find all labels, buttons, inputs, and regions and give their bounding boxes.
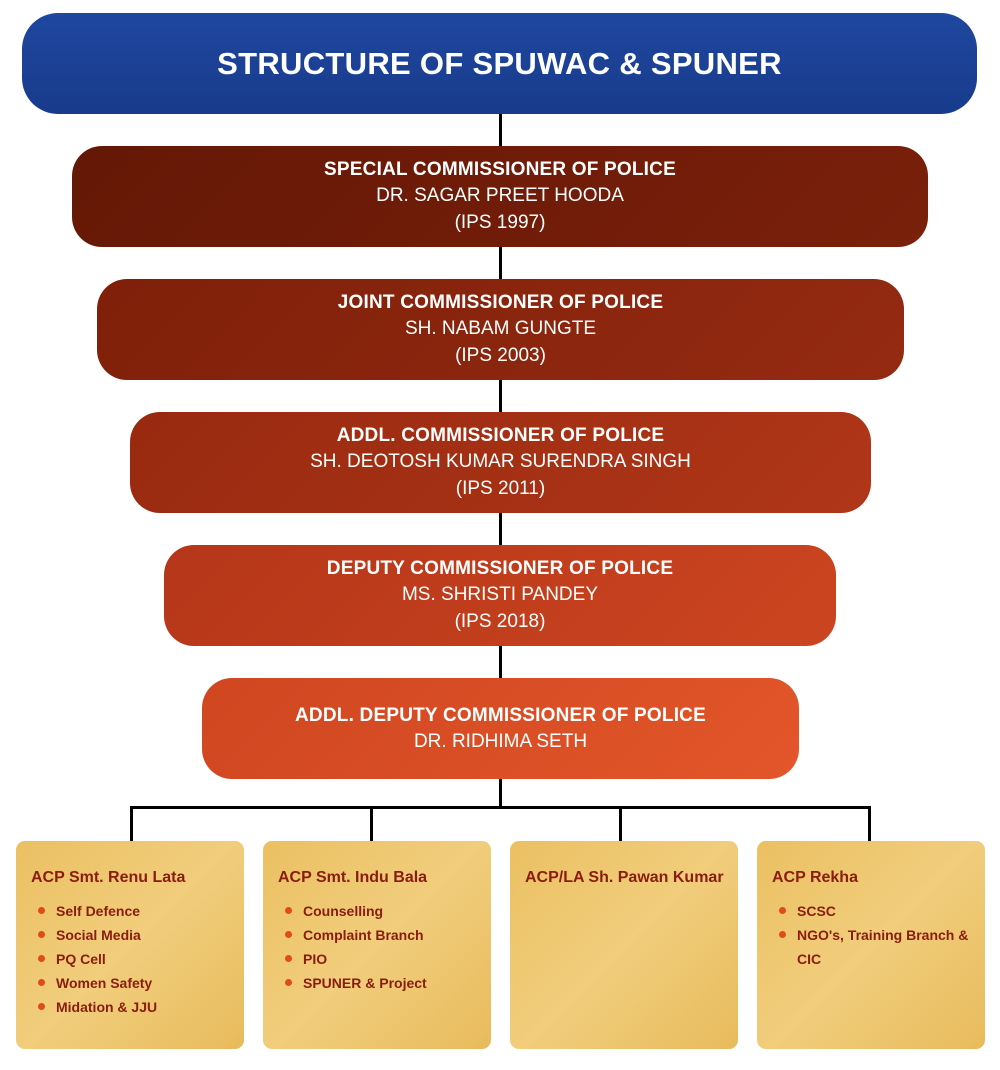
acp-card-title: ACP Smt. Indu Bala <box>278 869 428 886</box>
acp-duty-list: Self Defence Social Media PQ Cell Women … <box>31 899 244 1019</box>
connector-drop-3 <box>619 806 622 842</box>
acp-card-title: ACP/LA Sh. Pawan Kumar <box>525 869 724 886</box>
joint-commissioner-box: JOINT COMMISSIONER OF POLICE SH. NABAM G… <box>97 279 904 380</box>
acp-duty-item: Self Defence <box>31 899 244 923</box>
addl-commissioner-box: ADDL. COMMISSIONER OF POLICE SH. DEOTOSH… <box>130 412 871 513</box>
acp-duty-item: Women Safety <box>31 971 244 995</box>
bullet-icon <box>285 907 292 914</box>
officer-batch: (IPS 2018) <box>454 611 546 632</box>
officer-name: SH. DEOTOSH KUMAR SURENDRA SINGH <box>310 451 691 472</box>
acp-card-title: ACP Smt. Renu Lata <box>31 869 186 886</box>
bullet-icon <box>779 931 786 938</box>
acp-card-title: ACP Rekha <box>772 869 858 886</box>
connector-drop-1 <box>130 806 133 842</box>
acp-duty-item: NGO's, Training Branch & CIC <box>772 923 985 971</box>
chart-title: STRUCTURE OF SPUWAC & SPUNER <box>217 45 782 81</box>
acp-duty-item: PQ Cell <box>31 947 244 971</box>
rank-title: ADDL. DEPUTY COMMISSIONER OF POLICE <box>295 704 706 726</box>
rank-title: SPECIAL COMMISSIONER OF POLICE <box>324 159 676 180</box>
officer-batch: (IPS 2003) <box>455 345 546 366</box>
special-commissioner-box: SPECIAL COMMISSIONER OF POLICE DR. SAGAR… <box>72 146 928 247</box>
connector-drop-4 <box>868 806 871 842</box>
bullet-icon <box>38 1003 45 1010</box>
acp-card-renu-lata: ACP Smt. Renu Lata Self Defence Social M… <box>16 841 244 1049</box>
officer-batch: (IPS 2011) <box>455 478 546 499</box>
bullet-icon <box>285 979 292 986</box>
bullet-icon <box>38 979 45 986</box>
rank-title: ADDL. COMMISSIONER OF POLICE <box>336 425 665 446</box>
acp-duty-item: Social Media <box>31 923 244 947</box>
acp-duty-item: Counselling <box>278 899 491 923</box>
bullet-icon <box>38 955 45 962</box>
rank-title: JOINT COMMISSIONER OF POLICE <box>337 292 664 313</box>
acp-duty-item: Midation & JJU <box>31 995 244 1019</box>
acp-card-indu-bala: ACP Smt. Indu Bala Counselling Complaint… <box>263 841 491 1049</box>
acp-duty-item: SPUNER & Project <box>278 971 491 995</box>
connector-horizontal <box>130 806 871 809</box>
officer-name: DR. RIDHIMA SETH <box>413 730 588 752</box>
bullet-icon <box>285 955 292 962</box>
bullet-icon <box>38 931 45 938</box>
acp-card-rekha: ACP Rekha SCSC NGO's, Training Branch & … <box>757 841 985 1049</box>
officer-name: MS. SHRISTI PANDEY <box>401 584 598 605</box>
officer-name: DR. SAGAR PREET HOODA <box>376 185 624 206</box>
acp-duty-item: SCSC <box>772 899 985 923</box>
acp-duty-item: PIO <box>278 947 491 971</box>
addl-deputy-commissioner-box: ADDL. DEPUTY COMMISSIONER OF POLICE DR. … <box>202 678 799 779</box>
bullet-icon <box>285 931 292 938</box>
acp-duty-item: Complaint Branch <box>278 923 491 947</box>
chart-title-box: STRUCTURE OF SPUWAC & SPUNER <box>22 13 977 114</box>
officer-batch: (IPS 1997) <box>454 212 546 233</box>
deputy-commissioner-box: DEPUTY COMMISSIONER OF POLICE MS. SHRIST… <box>164 545 836 646</box>
acp-card-pawan-kumar: ACP/LA Sh. Pawan Kumar <box>510 841 738 1049</box>
acp-duty-list: SCSC NGO's, Training Branch & CIC <box>772 899 985 971</box>
acp-duty-list: Counselling Complaint Branch PIO SPUNER … <box>278 899 491 995</box>
rank-title: DEPUTY COMMISSIONER OF POLICE <box>326 558 674 579</box>
connector-drop-2 <box>370 806 373 842</box>
bullet-icon <box>38 907 45 914</box>
officer-name: SH. NABAM GUNGTE <box>404 318 597 339</box>
bullet-icon <box>779 907 786 914</box>
